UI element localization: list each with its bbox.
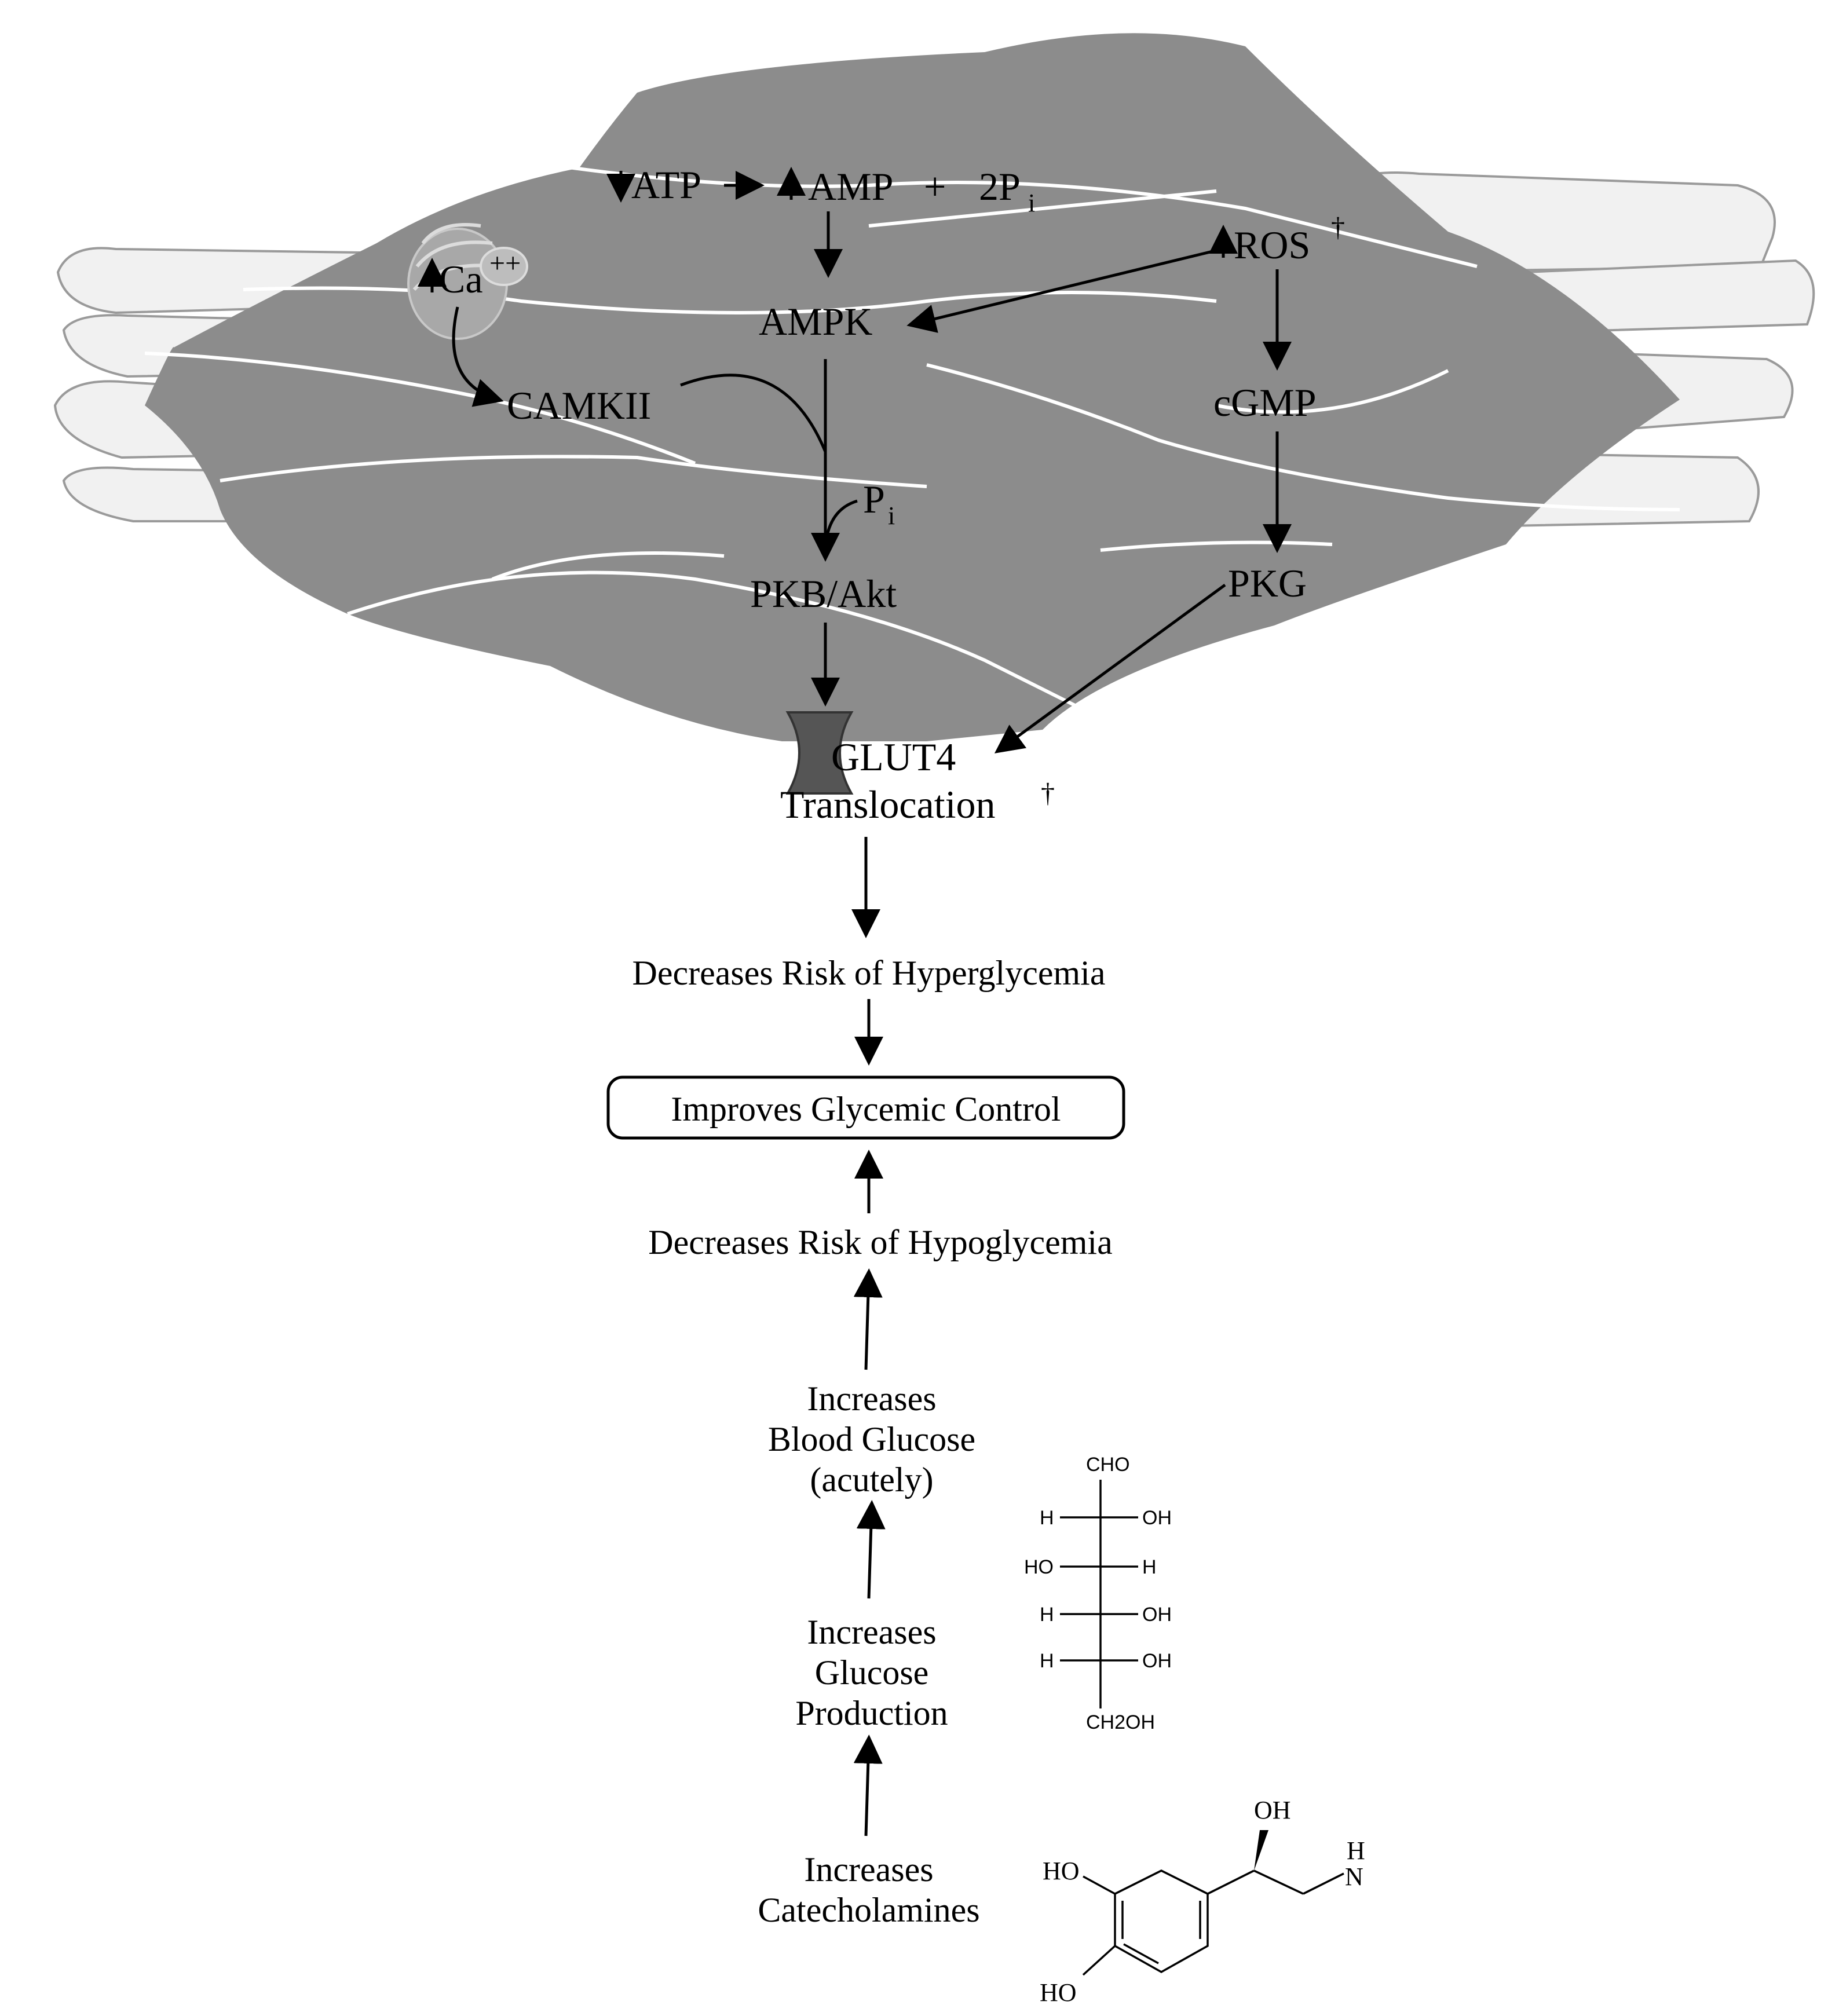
atp-row: ATP AMP + 2P i (606, 163, 1035, 217)
epinephrine-h: H (1347, 1836, 1365, 1865)
epinephrine-ho-lower: HO (1040, 1978, 1077, 2007)
ca-charge: ++ (489, 248, 521, 279)
glucose-structure: CHO H OH HO H H OH H OH CH2OH (1024, 1454, 1172, 1733)
hyperglycemia-label: Decreases Risk of Hyperglycemia (633, 954, 1106, 992)
two-pi-label: 2P (979, 164, 1021, 208)
two-pi-subscript: i (1028, 189, 1035, 217)
glucose-row3-right: OH (1142, 1604, 1172, 1626)
blood-to-hypo-arrow (853, 1268, 883, 1370)
glucose-row1-right: OH (1142, 1507, 1172, 1529)
glut4-label: GLUT4 (831, 735, 956, 779)
ros-label: ROS (1234, 223, 1310, 267)
production-to-blood-arrow (856, 1500, 886, 1599)
blood-glucose-line1: Increases (807, 1380, 936, 1418)
improves-box (606, 1075, 1125, 1140)
catecholamines-line2: Catecholamines (758, 1891, 979, 1929)
glucose-row3-left: H (1040, 1604, 1054, 1626)
pi-label: P (863, 477, 885, 521)
cgmp-label: cGMP (1213, 380, 1317, 425)
pi-subscript: i (888, 502, 895, 530)
blood-glucose-line2: Blood Glucose (768, 1420, 975, 1458)
glucose-row2-right: H (1142, 1556, 1157, 1578)
glucose-production-line3: Production (795, 1694, 948, 1732)
glucose-row4-left: H (1040, 1650, 1054, 1672)
epinephrine-structure: OH HO HO H N (1040, 1796, 1365, 2007)
pkg-label: PKG (1228, 561, 1307, 605)
translocation-label: Translocation (780, 782, 995, 826)
organelle-icon (407, 223, 528, 340)
glucose-ch2oh: CH2OH (1086, 1711, 1155, 1733)
atp-label: ATP (631, 163, 701, 207)
pi-curve-arrow (824, 499, 858, 548)
glucose-row1-left: H (1040, 1507, 1054, 1529)
muscle-cell (144, 33, 1680, 742)
translocation-dagger: † (1041, 778, 1055, 808)
glucose-production-line2: Glucose (815, 1653, 929, 1692)
epinephrine-ho-upper: HO (1043, 1857, 1080, 1885)
catecholamines-to-production-arrow (853, 1735, 883, 1836)
glucose-cho: CHO (1086, 1454, 1130, 1476)
plus-label: + (924, 164, 946, 208)
epinephrine-oh: OH (1254, 1796, 1291, 1824)
glut4-transporter-icon (785, 711, 854, 795)
catecholamines-line1: Increases (804, 1850, 933, 1889)
improves-label: Improves Glycemic Control (671, 1090, 1061, 1128)
glucose-row4-right: OH (1142, 1650, 1172, 1672)
outcome-flow: Decreases Risk of Hyperglycemia Improves… (606, 837, 1125, 1929)
ros-dagger: † (1331, 212, 1345, 243)
ca-to-camkii-arrow (452, 306, 504, 407)
amp-label: AMP (808, 164, 893, 208)
blood-glucose-line3: (acutely) (810, 1461, 933, 1499)
camkii-label: CAMKII (507, 383, 651, 427)
glucose-row2-left: HO (1024, 1556, 1054, 1578)
ros-to-ampk-arrow (906, 247, 1223, 333)
ampk-label: AMPK (759, 299, 873, 343)
epinephrine-n: N (1345, 1863, 1363, 1891)
glucose-production-line1: Increases (807, 1613, 936, 1651)
pkb-label: PKB/Akt (750, 572, 897, 616)
hypoglycemia-label: Decreases Risk of Hypoglycemia (648, 1223, 1112, 1261)
pkg-to-glut4-arrow (994, 583, 1226, 753)
ca-label: Ca (439, 257, 483, 301)
cell-labels: ATP AMP + 2P i AMPK ROS † cGMP PKG Ca ++… (418, 163, 1345, 826)
camkii-curve-arrow (680, 374, 827, 452)
